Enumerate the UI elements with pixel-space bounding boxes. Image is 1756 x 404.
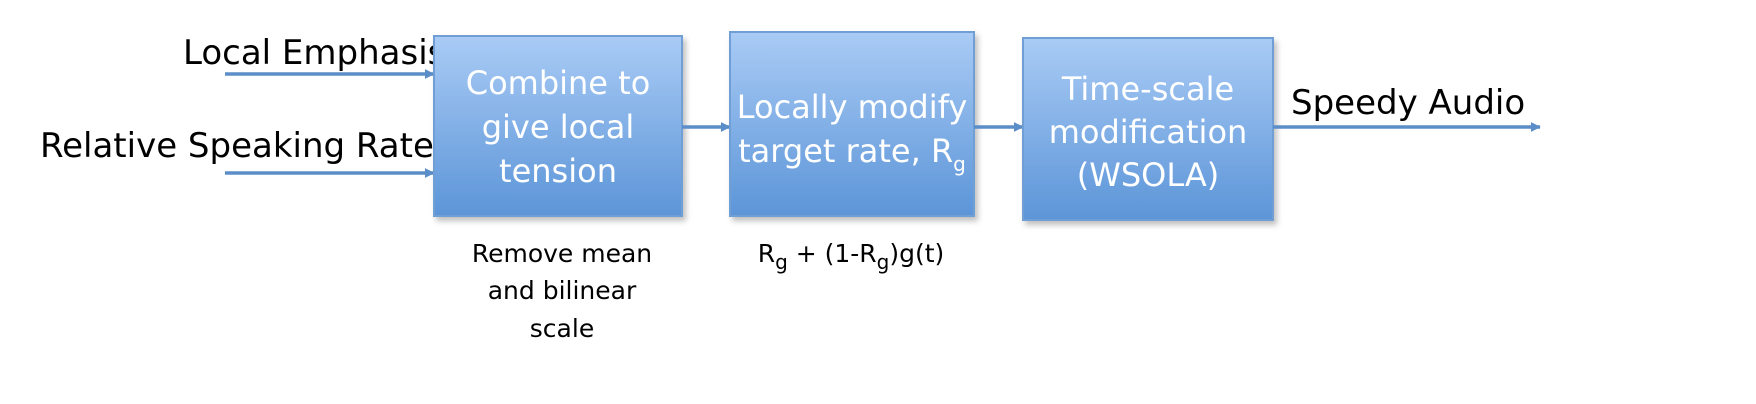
input-label-local-emphasis: Local Emphasis [183,33,445,73]
caption-combine-line-3: scale [530,314,594,343]
block-tsm-box [1022,37,1274,221]
block-modify: Locally modify target rate, Rg [729,31,975,217]
block-combine-line-2: give local [482,108,635,146]
block-combine: Combine to give local tension [433,35,683,217]
block-modify-line-2: target rate, Rg [738,132,966,176]
output-label-speedy-audio: Speedy Audio [1291,83,1525,123]
block-tsm-line-1: Time-scale [1061,70,1234,108]
input-label-relative-speaking-rate: Relative Speaking Rate [40,126,434,166]
block-modify-box [729,31,975,217]
caption-combine-line-2: and bilinear [488,276,637,305]
block-modify-line-2-subscript: g [953,152,966,176]
block-tsm-line-3: (WSOLA) [1077,156,1220,194]
caption-modify-formula: Rg + (1-Rg)g(t) [758,239,945,274]
block-tsm-line-2: modification [1049,113,1248,151]
caption-combine-line-1: Remove mean [472,239,652,268]
block-modify-line-1: Locally modify [737,88,968,126]
block-combine-box [433,35,683,217]
block-modify-line-2-main: target rate, R [738,132,953,170]
block-tsm: Time-scale modification (WSOLA) [1022,37,1274,221]
block-combine-line-3: tension [499,152,617,190]
block-combine-line-1: Combine to [466,64,651,102]
